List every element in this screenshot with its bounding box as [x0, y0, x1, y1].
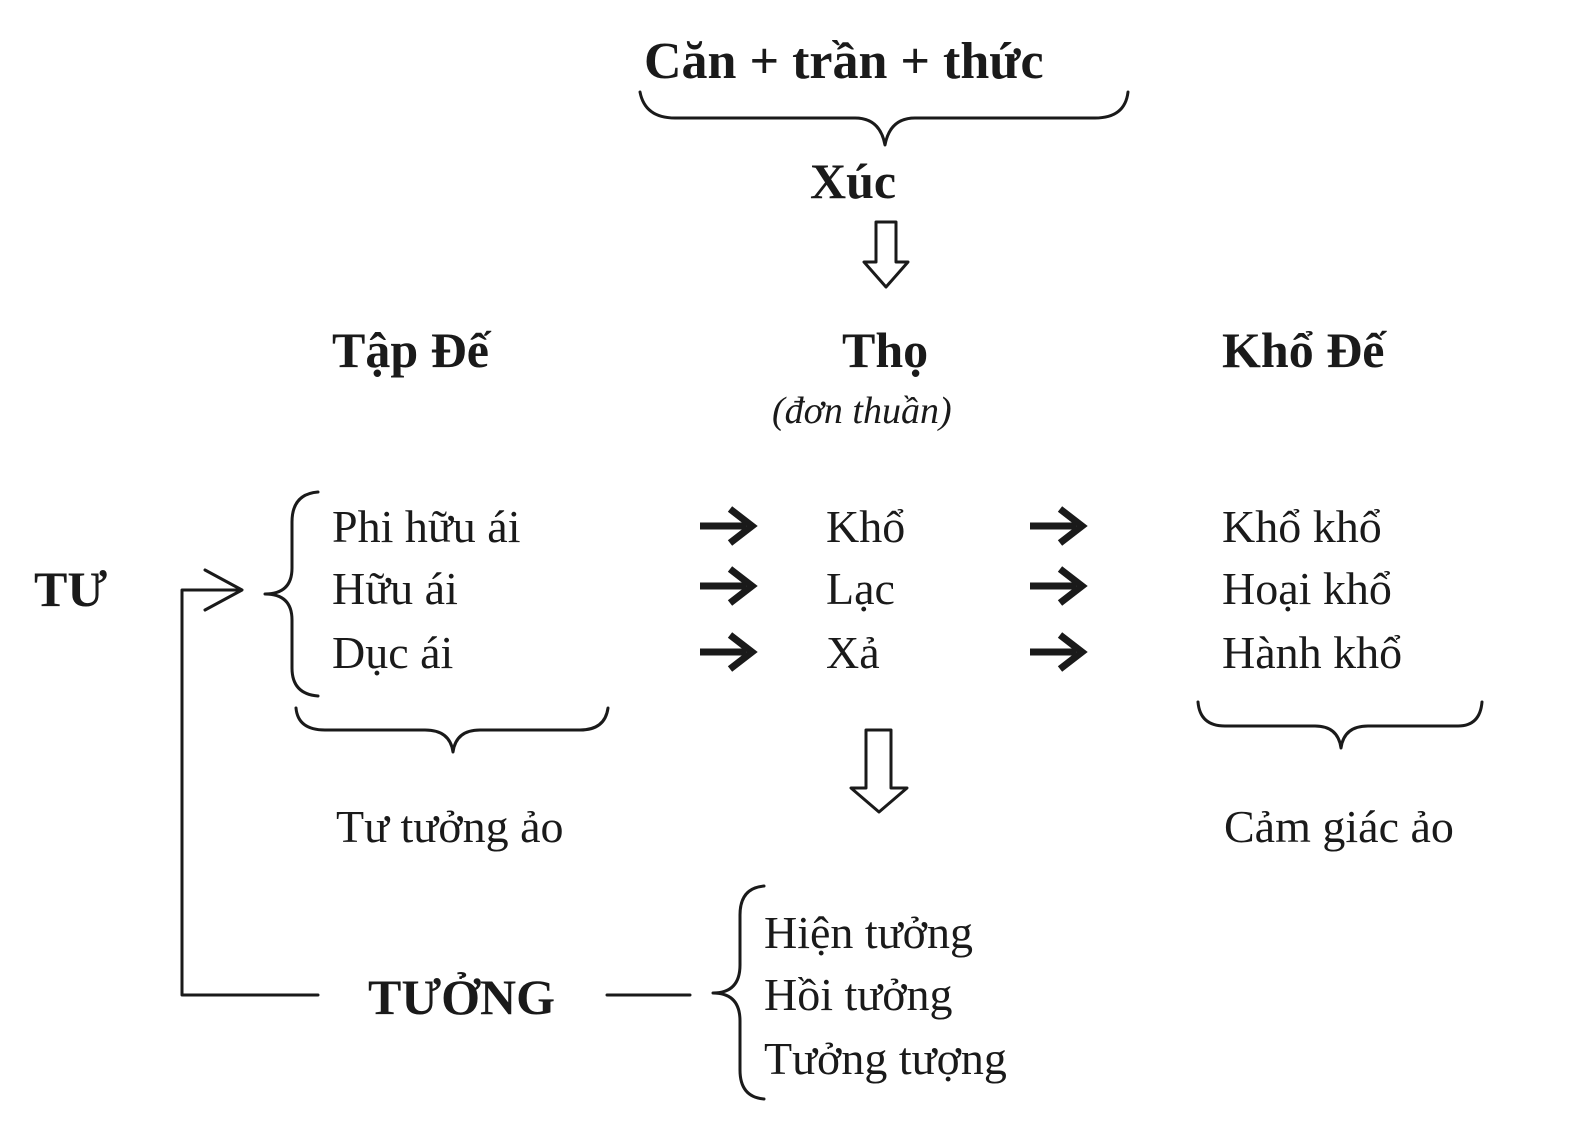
summary-left: Tư tưởng ảo: [336, 801, 564, 852]
craving-item: Hữu ái: [332, 563, 458, 614]
feeling-item: Xả: [826, 627, 880, 678]
suffering-item: Hoại khổ: [1222, 563, 1392, 614]
perception-item: Hồi tưởng: [764, 969, 953, 1020]
arrow-layer: [700, 506, 1088, 672]
craving-item: Dục ái: [332, 627, 454, 678]
left-summary-brace: [294, 706, 610, 754]
perception-brace: [711, 884, 766, 1101]
feedback-line: [180, 588, 320, 997]
feeling-item: Khổ: [826, 501, 906, 552]
header-kho-de: Khổ Đế: [1222, 322, 1385, 378]
right-arrow-head-icon: [1057, 566, 1088, 606]
down-arrow-bottom: [849, 728, 909, 814]
right-arrow-head-icon: [1057, 632, 1088, 672]
header-tho-note: (đơn thuần): [772, 390, 952, 432]
right-summary-brace: [1196, 700, 1484, 750]
right-arrow-head-icon: [727, 566, 758, 606]
suffering-item: Hành khổ: [1222, 627, 1403, 678]
header-tho: Thọ: [842, 322, 929, 378]
suffering-item: Khổ khổ: [1222, 501, 1382, 552]
craving-item: Phi hữu ái: [332, 501, 521, 552]
label-tu: TƯ: [34, 561, 108, 617]
right-arrow-head-icon: [1057, 506, 1088, 546]
formula-label: Căn + trần + thức: [644, 33, 1044, 90]
right-arrow-head-icon: [727, 632, 758, 672]
header-tap-de: Tập Đế: [332, 322, 489, 378]
label-tuong: TƯỞNG: [368, 969, 556, 1025]
top-brace: [638, 90, 1130, 147]
perception-item: Hiện tưởng: [764, 907, 973, 958]
summary-right: Cảm giác ảo: [1224, 801, 1454, 852]
feeling-item: Lạc: [826, 563, 895, 614]
craving-brace: [263, 490, 320, 698]
down-arrow-top: [862, 220, 910, 289]
feedback-arrowhead: [203, 568, 244, 612]
contact-label: Xúc: [810, 153, 897, 209]
perception-item: Tưởng tượng: [764, 1033, 1007, 1084]
right-arrow-head-icon: [727, 506, 758, 546]
